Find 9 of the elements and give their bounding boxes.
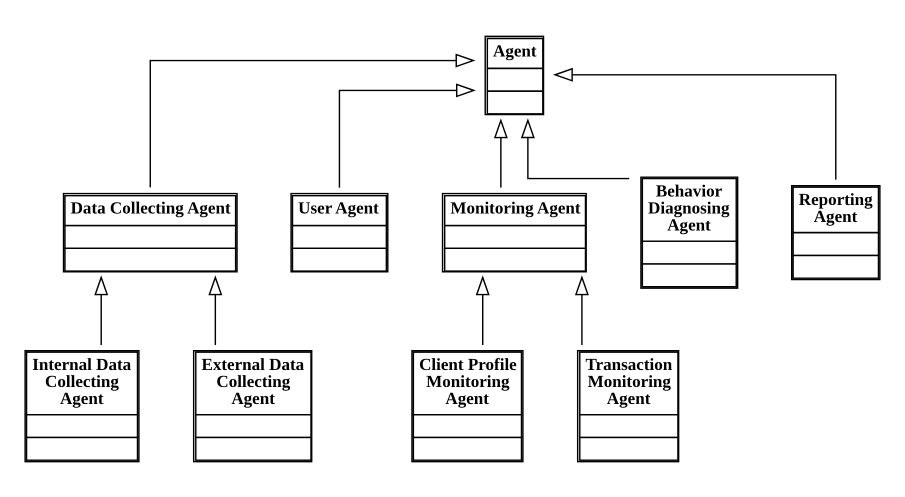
arrow	[494, 118, 508, 188]
arrow	[476, 274, 490, 344]
arrow	[520, 118, 630, 179]
arrow	[552, 67, 836, 180]
arrow	[338, 82, 476, 188]
arrow	[94, 274, 108, 344]
arrow	[150, 53, 476, 187]
arrow	[208, 274, 222, 344]
arrow	[574, 274, 589, 344]
